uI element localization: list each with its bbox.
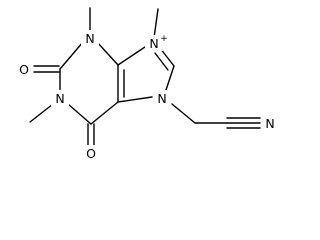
structure-canvas: O N N + N N O N [14,7,279,161]
atom-n1: N [51,90,69,106]
atom-o6-label: O [86,146,96,161]
atom-n9: N + [145,34,168,51]
bond-n9-methyl [153,8,159,39]
bond-c5-c6 [90,101,119,125]
atom-o6: O [82,145,100,161]
atoms: O N N + N N O N [14,30,279,161]
bonds [29,7,261,147]
bond-c6-n1 [67,103,92,125]
bond-c2-n3 [59,41,84,70]
positive-charge: + [160,34,168,44]
bond-c4-n9 [117,46,146,66]
bond-n7-ch2 [171,103,196,124]
atom-n7: N [153,90,171,106]
molecule-structure: O N N + N N O N [14,7,279,161]
atom-n-nitrile: N [261,115,279,131]
atom-n9-label: N [149,36,158,51]
bond-n1-methyl [29,103,54,123]
bond-n3-c4 [96,41,119,66]
atom-n1-label: N [55,91,64,106]
bond-n7-c5 [117,96,153,103]
atom-o2-label: O [19,62,29,77]
atom-n3: N [81,30,99,46]
atom-n-nitrile-label: N [265,116,274,131]
atom-o2: O [14,61,32,77]
atom-n7-label: N [157,91,166,106]
atom-n3-label: N [85,31,94,46]
bond-n9-c8-b [154,52,169,71]
bond-c8-n7 [165,65,175,91]
